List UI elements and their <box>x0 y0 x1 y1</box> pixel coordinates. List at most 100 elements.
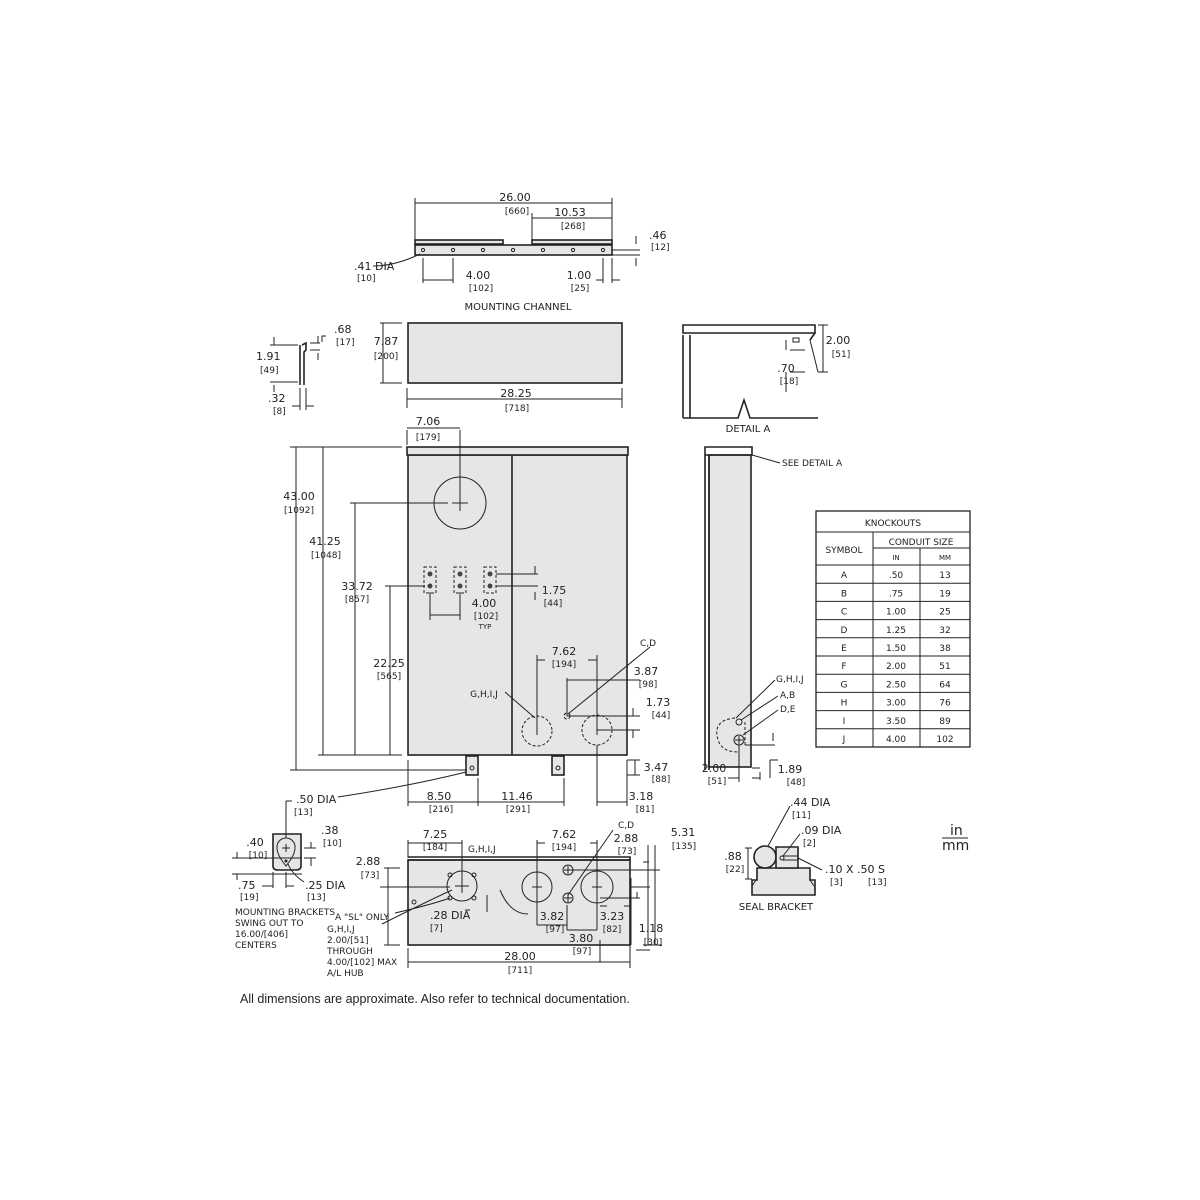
knockout-group <box>483 566 497 594</box>
dim-value-mm: [98] <box>639 680 657 690</box>
dim-value-mm: [184] <box>423 843 447 853</box>
dim-value: .28 DIA <box>430 909 471 922</box>
dim-value-mm: [11] <box>792 811 810 821</box>
cell-in: 2.50 <box>886 680 906 690</box>
dim-value-mm: [194] <box>552 660 576 670</box>
note-line: 4.00/[102] MAX <box>327 958 397 968</box>
note-line: G,H,I,J <box>327 925 355 935</box>
knockout-label: A "SL" ONLY <box>335 913 390 923</box>
cell-in: 3.00 <box>886 699 906 709</box>
dim-value: 8.50 <box>427 790 452 803</box>
dim-value: .68 <box>334 323 352 336</box>
dim-value: 26.00 <box>499 191 531 204</box>
cell-in: 3.50 <box>886 717 906 727</box>
mounting-hole <box>570 247 576 253</box>
dim-value-mm: [10] <box>249 851 267 861</box>
dim-value-mm: [13] <box>294 808 312 818</box>
dim-value: 2.00 <box>702 762 727 775</box>
cell-mm: 89 <box>939 717 951 727</box>
dim-value-mm: [44] <box>652 711 670 721</box>
dim-value: 1.89 <box>778 763 803 776</box>
knockout-dot <box>427 571 433 577</box>
dim-value: 1.73 <box>646 696 671 709</box>
cell-symbol: C <box>841 608 847 618</box>
cell-in: 4.00 <box>886 735 906 745</box>
dim-value: .41 DIA <box>354 260 395 273</box>
note-line: 2.00/[51] <box>327 936 369 946</box>
column-header: CONDUIT SIZE <box>889 538 954 548</box>
knockout-label: A,B <box>780 691 795 701</box>
dim-value-mm: [194] <box>552 843 576 853</box>
cell-mm: 32 <box>939 626 950 636</box>
table-row: I 3.50 89 <box>843 717 951 727</box>
dim-value-mm: [97] <box>546 925 564 935</box>
side-view: SEE DETAIL A G,H,I,J A,B D,E 2.00 [51] 1… <box>702 446 843 788</box>
dim-value: 10.53 <box>554 206 586 219</box>
knockout-group <box>453 566 467 594</box>
dim-value: 1.18 <box>639 922 664 935</box>
cell-symbol: I <box>843 717 846 727</box>
column-header: IN <box>892 554 899 562</box>
knockout-dot <box>457 571 463 577</box>
cell-in: 1.25 <box>886 626 906 636</box>
dim-value-mm: [73] <box>361 871 379 881</box>
dim-value: 4.00 <box>466 269 491 282</box>
dim-value-mm: [268] <box>561 222 585 232</box>
bracket-profile: 1.91 [49] .68 [17] .32 [8] <box>256 323 354 417</box>
dim-value-mm: [7] <box>430 924 443 934</box>
knockout-dot <box>457 583 463 589</box>
dim-value: 28.25 <box>500 387 532 400</box>
top-view: 7.87 [200] 28.25 [718] <box>374 322 623 414</box>
mounting-hole <box>510 247 516 253</box>
dim-value: .25 DIA <box>305 879 346 892</box>
note-line: SWING OUT TO <box>235 919 303 929</box>
dim-value: 3.23 <box>600 910 625 923</box>
dim-value-mm: [3] <box>830 878 843 888</box>
note-line: MOUNTING BRACKETS <box>235 908 335 918</box>
dim-value-mm: [102] <box>474 612 498 622</box>
dim-value: 3.80 <box>569 932 594 945</box>
dim-value: 3.82 <box>540 910 565 923</box>
dim-value-mm: [135] <box>672 842 696 852</box>
dim-value: 3.87 <box>634 665 659 678</box>
dim-value-mm: [718] <box>505 404 529 414</box>
dim-value: 2.88 <box>614 832 639 845</box>
dim-value: .40 <box>246 836 264 849</box>
note-line: THROUGH <box>326 947 373 957</box>
dim-value-mm: [102] <box>469 284 493 294</box>
cell-mm: 19 <box>939 589 951 599</box>
dim-value-mm: [565] <box>377 672 401 682</box>
view-title: SEAL BRACKET <box>739 902 814 913</box>
column-header: SYMBOL <box>825 546 862 556</box>
dim-value: 3.18 <box>629 790 654 803</box>
knockout-label: G,H,I,J <box>470 690 498 700</box>
mounting-channel: 26.00 [660] 10.53 [268] .46 [12] .41 DIA… <box>354 191 669 313</box>
dim-value: .50 DIA <box>296 793 337 806</box>
dim-value-mm: [2] <box>803 839 816 849</box>
dim-value-mm: [200] <box>374 352 398 362</box>
dim-value: 1.91 <box>256 350 281 363</box>
knockout-dot <box>487 571 493 577</box>
dim-value: 33.72 <box>341 580 373 593</box>
dim-value: 1.00 <box>567 269 592 282</box>
detail-a: 2.00 [51] .70 [18] DETAIL A <box>682 324 850 435</box>
dim-value-mm: [857] <box>345 595 369 605</box>
dim-value-mm: [8] <box>273 407 286 417</box>
knockout-dot <box>487 583 493 589</box>
dim-value-mm: [18] <box>780 377 798 387</box>
cell-in: 1.50 <box>886 644 906 654</box>
cell-mm: 25 <box>939 608 950 618</box>
cell-mm: 102 <box>936 735 953 745</box>
units-legend: in mm <box>942 823 969 854</box>
dim-value-mm: [19] <box>240 893 258 903</box>
dim-value: 4.00 <box>472 597 497 610</box>
dim-value-mm: [73] <box>618 847 636 857</box>
seal-bracket: .44 DIA [11] .09 DIA [2] .10 X .50 S [3]… <box>724 796 886 913</box>
knockout-dot <box>427 583 433 589</box>
